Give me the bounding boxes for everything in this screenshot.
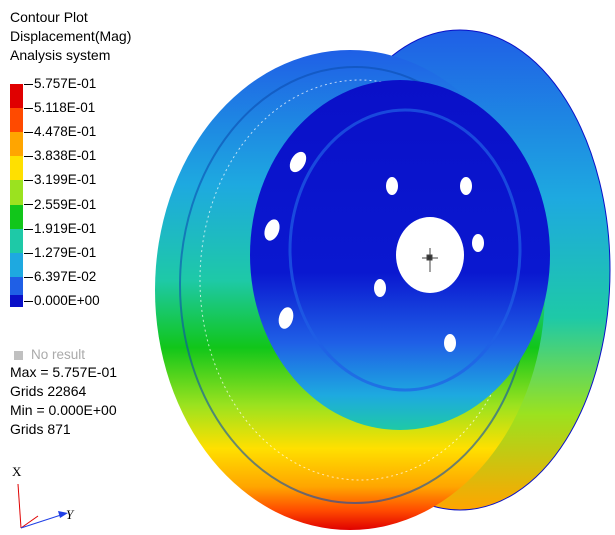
legend-title-line: Analysis system: [10, 47, 111, 63]
axis-y-label: Y: [66, 507, 75, 522]
legend-level-value: 3.838E-01: [34, 148, 97, 164]
legend-level-value: 3.199E-01: [34, 172, 97, 188]
legend-level-label: 5.118E-01: [24, 100, 95, 116]
axis-triad-icon: X Y: [12, 464, 75, 529]
wheel-disc-ring: [288, 108, 522, 392]
legend-level-label: 2.559E-01: [24, 197, 96, 213]
legend-level-value: 2.559E-01: [34, 196, 97, 212]
max-value: Max = 5.757E-01: [10, 364, 118, 380]
axis-x-label: X: [12, 464, 22, 479]
vent-hole: [289, 151, 307, 173]
legend-level-label: 1.919E-01: [24, 221, 96, 237]
legend-level-value: 4.478E-01: [34, 124, 97, 140]
legend-color-segment: [10, 204, 23, 230]
legend-level-value: 5.757E-01: [34, 76, 97, 91]
legend-level-label: 4.478E-01: [24, 124, 96, 140]
center-node-marker: [422, 248, 438, 272]
legend-level-label: 0.000E+00: [24, 293, 100, 309]
no-result-entry: No result: [14, 347, 85, 362]
legend-level-value: 1.919E-01: [34, 220, 97, 236]
legend-tick: [24, 180, 33, 182]
legend-tick: [24, 108, 33, 110]
legend-color-segment: [10, 228, 23, 254]
contour-legend: Contour Plot Displacement(Mag) Analysis …: [10, 8, 190, 65]
bolt-hole: [460, 177, 472, 195]
legend-tick: [24, 132, 33, 134]
legend-tick: [24, 276, 33, 278]
legend-title-line: Displacement(Mag): [10, 28, 132, 44]
legend-level-label: 6.397E-02: [24, 269, 96, 285]
max-grid: Grids 22864: [10, 383, 87, 399]
legend-level-label: 1.279E-01: [24, 245, 96, 261]
legend-level-value: 0.000E+00: [34, 292, 100, 308]
legend-level-value: 1.279E-01: [34, 244, 97, 260]
legend-level-label: 3.199E-01: [24, 172, 96, 188]
legend-title-line: Contour Plot: [10, 9, 88, 25]
legend-tick: [24, 252, 33, 254]
axis-x-line: [17, 483, 22, 529]
legend-tick: [24, 83, 33, 85]
vent-hole: [264, 219, 280, 241]
bolt-hole: [386, 177, 398, 195]
bolt-hole: [444, 334, 456, 352]
legend-color-segment: [10, 252, 23, 278]
wheel-rim-model[interactable]: [155, 29, 611, 530]
legend-level-value: 5.118E-01: [34, 100, 96, 116]
no-result-label: No result: [31, 347, 86, 362]
legend-color-segment: [10, 84, 23, 109]
legend-level-label: 3.838E-01: [24, 148, 96, 164]
vent-hole: [278, 307, 294, 329]
bolt-hole: [472, 234, 484, 252]
legend-level-label: 5.757E-01: [24, 76, 96, 92]
axis-y-line: [20, 513, 65, 529]
legend-level-value: 6.397E-02: [34, 268, 97, 284]
no-result-swatch: [14, 350, 23, 360]
legend-color-segment: [10, 108, 23, 134]
legend-tick: [24, 156, 33, 158]
legend-color-segment: [10, 156, 23, 182]
bolt-hole: [374, 279, 386, 297]
legend-color-segment: [10, 294, 23, 307]
legend-tick: [24, 300, 33, 302]
legend-tick: [24, 228, 33, 230]
min-grid: Grids 871: [10, 421, 71, 437]
legend-tick: [24, 204, 33, 206]
min-value: Min = 0.000E+00: [10, 402, 117, 418]
legend-color-segment: [10, 132, 23, 158]
legend-color-segment: [10, 180, 23, 206]
